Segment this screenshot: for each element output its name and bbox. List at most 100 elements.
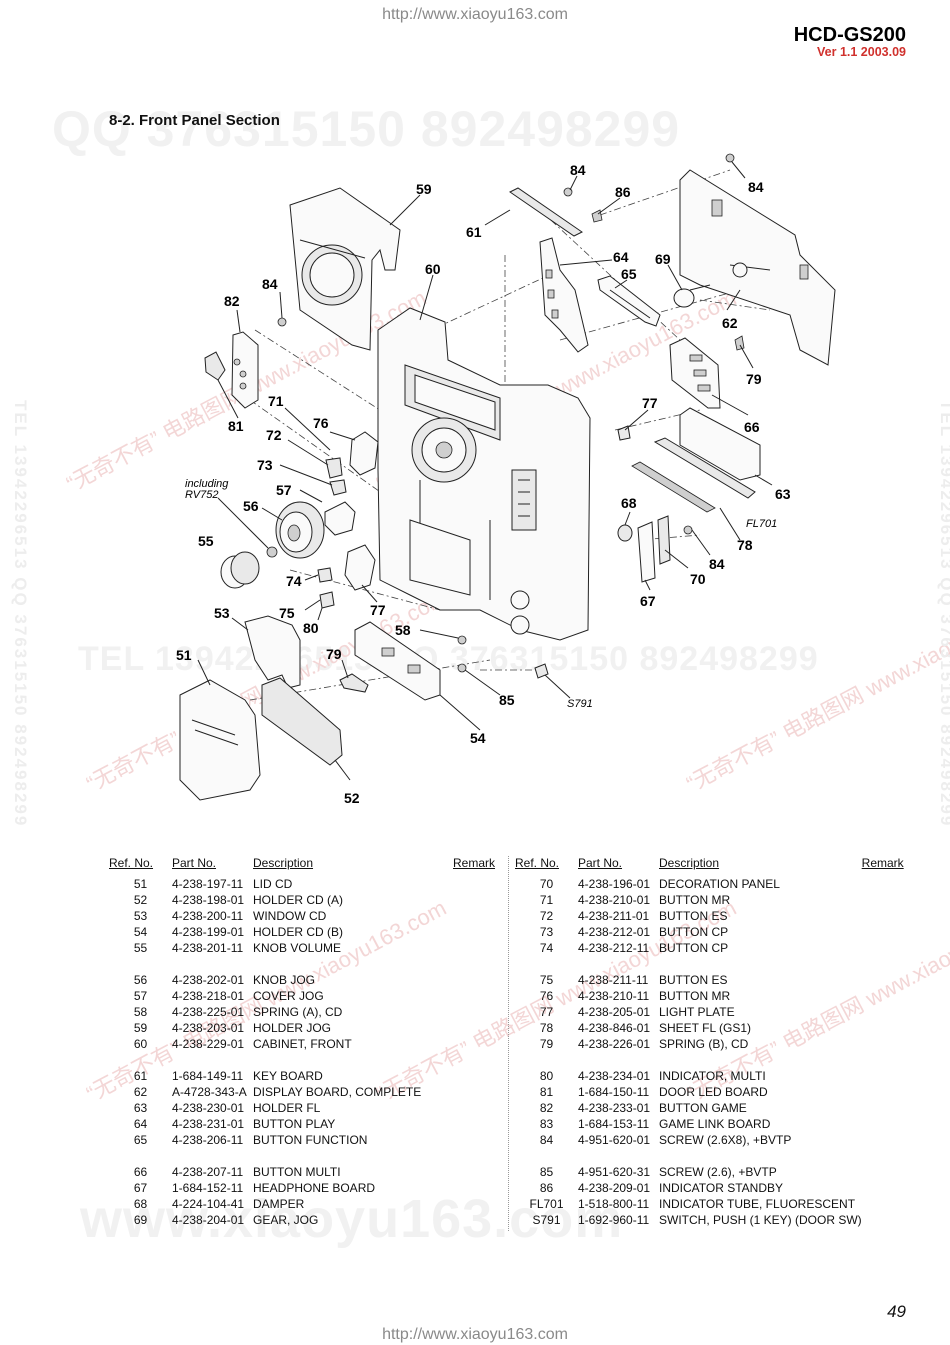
callout-57: 57 <box>276 482 292 498</box>
description-cell: INDICATOR, MULTI <box>659 1069 766 1083</box>
callout-59: 59 <box>416 181 432 197</box>
callout-62: 62 <box>722 315 738 331</box>
section-title: 8-2. Front Panel Section <box>109 112 280 129</box>
part-no-cell: 4-238-198-01 <box>172 893 245 907</box>
ref-no-cell: 82 <box>539 1101 554 1115</box>
group-spacer <box>515 1052 904 1068</box>
header-remark: Remark <box>861 856 904 870</box>
remark-cell <box>453 1004 495 1020</box>
callout-64: 64 <box>613 249 629 265</box>
part-no-cell: 1-684-152-11 <box>172 1181 244 1195</box>
description-cell: BUTTON MULTI <box>253 1165 341 1179</box>
remark-cell <box>453 1164 495 1180</box>
remark-cell <box>862 1116 904 1132</box>
remark-cell <box>862 1180 904 1196</box>
part-no-cell: 4-238-846-01 <box>578 1021 651 1035</box>
part-63-holder-fl <box>679 407 761 481</box>
callout-80: 79 <box>746 371 762 387</box>
callout-83: 82 <box>224 293 240 309</box>
ref-no-cell: 72 <box>539 909 554 923</box>
group-spacer <box>109 956 495 972</box>
callout-77-lower: 77 <box>370 602 386 618</box>
description-cell: DOOR LED BOARD <box>659 1085 768 1099</box>
remark-cell <box>862 988 904 1004</box>
part-s791-switch <box>534 663 549 679</box>
remark-cell <box>862 924 904 940</box>
model-number: HCD-GS200 <box>793 24 906 46</box>
part-no-cell: 4-238-212-11 <box>578 941 650 955</box>
part-82-button-game <box>204 351 226 381</box>
callout-60: 60 <box>425 261 441 277</box>
description-cell: BUTTON GAME <box>659 1101 747 1115</box>
callout-81: 79 <box>326 646 342 662</box>
ref-no-cell: 59 <box>133 1021 148 1035</box>
part-59-holder-jog <box>289 187 401 351</box>
header-ref-no: Ref. No. <box>109 856 154 870</box>
remark-cell <box>862 1084 904 1100</box>
description-cell: HEADPHONE BOARD <box>253 1181 376 1195</box>
part-no-cell: 4-238-218-01 <box>172 989 245 1003</box>
ref-no-cell: 80 <box>539 1069 554 1083</box>
ref-no-cell: 78 <box>539 1021 554 1035</box>
part-no-cell: 4-238-210-01 <box>578 893 651 907</box>
remark-cell <box>453 940 495 956</box>
remark-cell <box>862 908 904 924</box>
part-no-cell: 4-238-205-01 <box>578 1005 651 1019</box>
source-url-top[interactable]: http://www.xiaoyu163.com <box>382 6 568 23</box>
ref-no-cell: FL701 <box>529 1197 564 1211</box>
part-58-spring <box>457 635 467 645</box>
part-no-cell: 4-238-212-01 <box>578 925 651 939</box>
part-no-cell: 4-238-202-01 <box>172 973 245 987</box>
description-cell: GEAR, JOG <box>253 1213 319 1227</box>
callout-52: 52 <box>344 790 360 806</box>
ref-no-cell: 74 <box>539 941 554 955</box>
part-no-cell: 1-684-150-11 <box>578 1085 650 1099</box>
remark-cell <box>453 988 495 1004</box>
part-no-cell: 1-692-960-11 <box>578 1213 650 1227</box>
remark-cell <box>862 1036 904 1052</box>
remark-cell <box>453 1100 495 1116</box>
description-cell: GAME LINK BOARD <box>659 1117 771 1131</box>
ref-no-cell: 51 <box>133 877 148 891</box>
description-cell: SCREW (2.6), +BVTP <box>659 1165 777 1179</box>
part-fl701-indicator-tube <box>631 437 756 513</box>
part-no-cell: 4-238-231-01 <box>172 1117 245 1131</box>
callout-69: 69 <box>655 251 671 267</box>
remark-cell <box>862 1004 904 1020</box>
part-80-indicator-multi <box>734 335 745 351</box>
description-cell: BUTTON ES <box>659 973 728 987</box>
description-cell: BUTTON MR <box>659 893 731 907</box>
part-no-cell: 4-238-211-11 <box>578 973 649 987</box>
part-no-cell: 4-238-199-01 <box>172 925 245 939</box>
remark-cell <box>453 1212 495 1228</box>
remark-cell <box>453 892 495 908</box>
source-url-bottom[interactable]: http://www.xiaoyu163.com <box>382 1326 568 1343</box>
table-row: 82 4-238-233-01 BUTTON GAME <box>515 1100 904 1116</box>
remark-cell <box>453 1084 495 1100</box>
part-no-cell: 4-238-233-01 <box>578 1101 651 1115</box>
part-81-door-led-board <box>339 673 369 693</box>
callout-65: 65 <box>621 266 637 282</box>
ref-no-cell: 52 <box>133 893 148 907</box>
callout-86: 86 <box>615 184 631 200</box>
part-85-screw <box>457 663 467 673</box>
ref-no-cell: 75 <box>539 973 554 987</box>
part-no-cell: A-4728-343-A <box>172 1085 247 1099</box>
ref-no-cell: 60 <box>133 1037 148 1051</box>
ref-no-cell: 83 <box>539 1117 554 1131</box>
remark-cell <box>453 1116 495 1132</box>
group-spacer <box>109 1052 495 1068</box>
